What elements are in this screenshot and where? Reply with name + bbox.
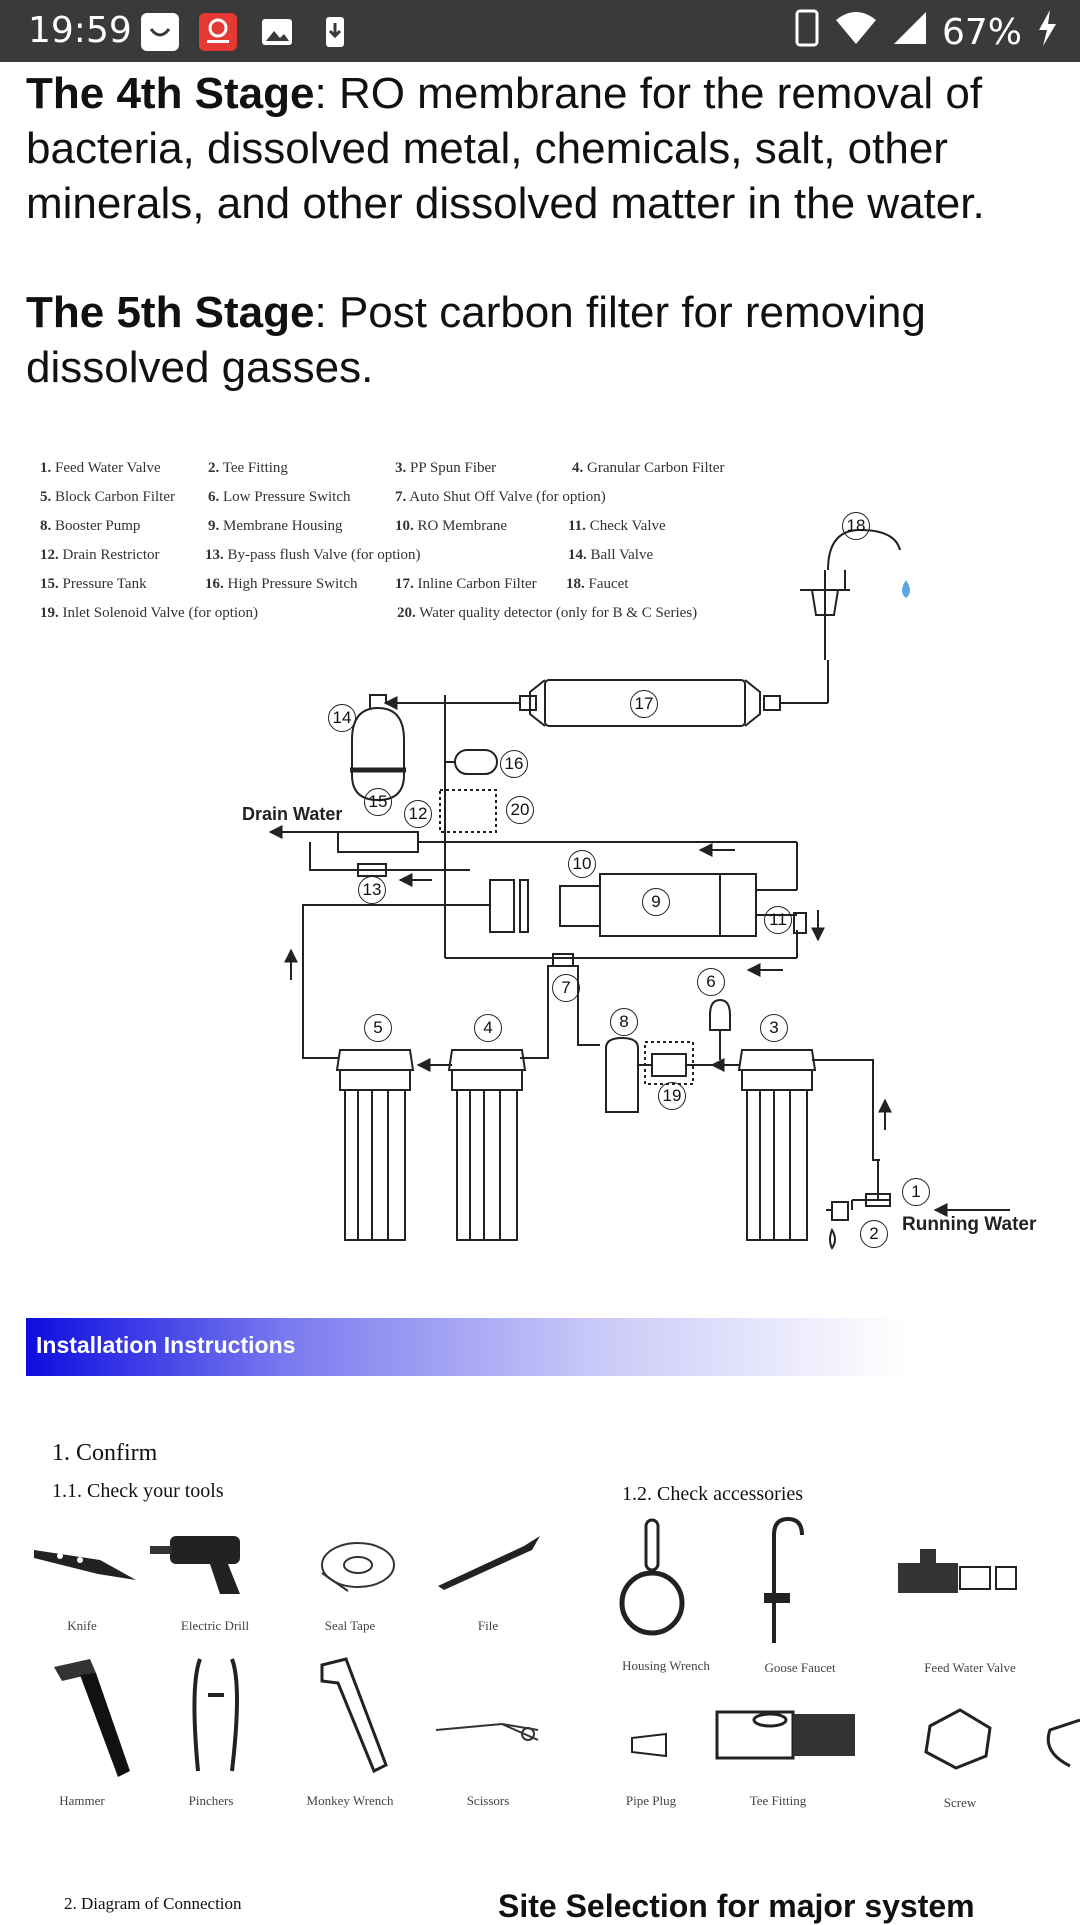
- stage5-paragraph: The 5th Stage: Post carbon filter for re…: [26, 285, 1066, 395]
- scissors-icon: [432, 1710, 544, 1751]
- pipe-plug-icon: [628, 1732, 670, 1763]
- callout-1: 1: [902, 1178, 930, 1206]
- legend-item: 3. PP Spun Fiber: [395, 460, 497, 476]
- housing-wrench-icon: [616, 1518, 688, 1645]
- accessory-label: Housing Wrench: [622, 1658, 710, 1673]
- drain-water-label: Drain Water: [242, 804, 343, 824]
- callout-9: 9: [642, 888, 670, 916]
- legend-item: 10. RO Membrane: [395, 518, 508, 534]
- callout-6: 6: [697, 968, 725, 996]
- tool-label: Pinchers: [188, 1793, 234, 1808]
- callout-7: 7: [552, 974, 580, 1002]
- stage4-paragraph: The 4th Stage: RO membrane for the remov…: [26, 66, 1066, 231]
- callout-12: 12: [404, 800, 432, 828]
- callout-10: 10: [568, 850, 596, 878]
- legend-item: 13. By-pass flush Valve (for option): [205, 547, 421, 563]
- legend-item: 19. Inlet Solenoid Valve (for option): [40, 605, 259, 621]
- tool-label: File: [477, 1618, 499, 1633]
- seal-tape-icon: [318, 1535, 400, 1600]
- banner-title: Installation Instructions: [36, 1332, 296, 1358]
- stage5-text: : Post carbon filter for removing dissol…: [26, 288, 926, 392]
- phone-vibrate-icon: [794, 8, 820, 57]
- image-icon: [258, 13, 296, 51]
- stage4-text: : RO membrane for the removal of bacteri…: [26, 69, 985, 228]
- tool-label: Scissors: [466, 1793, 510, 1808]
- legend-item: 8. Booster Pump: [40, 518, 141, 534]
- ro-system-diagram: 1. Feed Water Valve 2. Tee Fitting 3. PP…: [0, 440, 1080, 1280]
- legend-item: 5. Block Carbon Filter: [40, 489, 175, 505]
- legend-item: 12. Drain Restrictor: [40, 547, 160, 563]
- check-tools-heading: 1.1. Check your tools: [52, 1480, 224, 1502]
- legend-item: 17. Inline Carbon Filter: [395, 576, 537, 592]
- tool-label: Knife: [67, 1618, 97, 1633]
- plumbing-schematic: [268, 528, 1010, 1250]
- feed-water-valve-icon: [890, 1545, 1030, 1610]
- tool-label: Seal Tape: [324, 1618, 376, 1633]
- legend-item: 16. High Pressure Switch: [205, 576, 358, 592]
- status-bar: 19:59 67%: [0, 0, 1080, 62]
- callout-17: 17: [630, 690, 658, 718]
- callout-14: 14: [328, 704, 356, 732]
- partial-accessory-icon: [1040, 1712, 1080, 1777]
- bigbasket-app-icon: [199, 13, 237, 51]
- callout-20: 20: [506, 796, 534, 824]
- callout-4: 4: [474, 1014, 502, 1042]
- check-accessories-heading: 1.2. Check accessories: [622, 1483, 804, 1505]
- legend-item: 6. Low Pressure Switch: [208, 489, 351, 505]
- callout-19: 19: [658, 1082, 686, 1110]
- installation-banner: Installation Instructions: [26, 1318, 906, 1376]
- knife-icon: [30, 1530, 140, 1595]
- legend-item: 1. Feed Water Valve: [40, 460, 161, 476]
- file-icon: [434, 1532, 546, 1597]
- legend-item: 14. Ball Valve: [568, 547, 654, 563]
- running-water-label: Running Water: [902, 1214, 1037, 1235]
- tool-label: Monkey Wrench: [306, 1793, 394, 1808]
- accessory-label: Goose Faucet: [764, 1660, 836, 1675]
- signal-icon: [892, 10, 928, 55]
- monkey-wrench-icon: [316, 1655, 396, 1780]
- legend-item: 9. Membrane Housing: [208, 518, 343, 534]
- download-icon: [316, 13, 354, 51]
- screw-icon: [920, 1706, 996, 1777]
- legend-item: 18. Faucet: [566, 576, 629, 592]
- legend-item: 11. Check Valve: [568, 518, 666, 534]
- accessory-label: Pipe Plug: [625, 1793, 677, 1808]
- callout-2: 2: [860, 1220, 888, 1248]
- tool-label: Electric Drill: [180, 1618, 250, 1633]
- goose-faucet-icon: [752, 1515, 812, 1650]
- legend-item: 2. Tee Fitting: [208, 460, 288, 476]
- battery-percent: 67%: [941, 11, 1022, 53]
- callout-5: 5: [364, 1014, 392, 1042]
- stage4-label: The 4th Stage: [26, 69, 315, 118]
- callout-18: 18: [842, 512, 870, 540]
- electric-drill-icon: [150, 1530, 262, 1603]
- pinchers-icon: [188, 1655, 244, 1780]
- accessory-label: Screw: [943, 1795, 977, 1810]
- callout-8: 8: [610, 1008, 638, 1036]
- accessory-label: Feed Water Valve: [924, 1660, 1016, 1675]
- legend-item: 7. Auto Shut Off Valve (for option): [395, 489, 606, 505]
- legend-item: 20. Water quality detector (only for B &…: [397, 605, 698, 621]
- confirm-heading: 1. Confirm: [52, 1440, 158, 1466]
- callout-13: 13: [358, 876, 386, 904]
- accessory-label: Tee Fitting: [749, 1793, 807, 1808]
- callout-3: 3: [760, 1014, 788, 1042]
- callout-15: 15: [364, 788, 392, 816]
- legend-item: 15. Pressure Tank: [40, 576, 147, 592]
- legend-item: 4. Granular Carbon Filter: [572, 460, 725, 476]
- callout-16: 16: [500, 750, 528, 778]
- tool-label: Hammer: [59, 1793, 105, 1808]
- diagram-connection-heading: 2. Diagram of Connection: [64, 1894, 242, 1913]
- status-time: 19:59: [28, 10, 132, 51]
- site-selection-heading: Site Selection for major system: [498, 1888, 975, 1924]
- tee-fitting-icon: [715, 1706, 859, 1769]
- shopping-bag-icon: [141, 13, 179, 51]
- stage5-label: The 5th Stage: [26, 288, 315, 337]
- wifi-icon: [834, 10, 878, 55]
- callout-11: 11: [764, 906, 792, 934]
- charging-icon: [1036, 8, 1058, 57]
- hammer-icon: [50, 1655, 140, 1785]
